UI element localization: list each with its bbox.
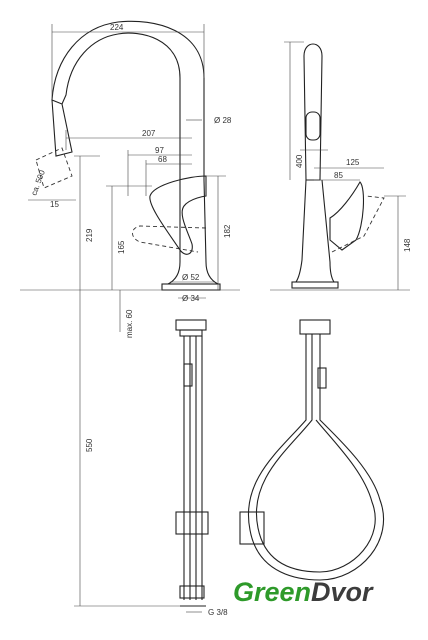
- dim-diameter-34: Ø 34: [182, 294, 200, 303]
- side-body: [294, 179, 336, 283]
- hose-weight: [175, 511, 209, 535]
- dim-219: 219: [85, 228, 94, 242]
- dim-ca-500: ca. 500: [29, 168, 47, 196]
- dim-g-thread: G 3/8: [208, 608, 228, 617]
- dim-97: 97: [155, 146, 164, 155]
- greendvor-logo: GreenDvor: [233, 577, 373, 608]
- dim-125: 125: [346, 158, 360, 167]
- side-hose-loop: [247, 334, 385, 581]
- hose-fittings: [179, 585, 205, 599]
- dim-182: 182: [223, 224, 232, 238]
- side-base: [291, 281, 339, 289]
- spout-outline: [61, 32, 181, 180]
- hose-connector-upper: [183, 363, 193, 387]
- base-plate: [161, 283, 221, 291]
- dim-68: 68: [158, 155, 167, 164]
- mounting-nut: [175, 319, 207, 331]
- side-hose-connector: [317, 367, 327, 389]
- dim-15: 15: [50, 200, 59, 209]
- dim-148: 148: [403, 238, 412, 252]
- lever-handle: [149, 175, 207, 255]
- spray-head: [51, 99, 73, 157]
- logo-text-dvor: Dvor: [311, 577, 373, 607]
- dim-550: 550: [85, 438, 94, 452]
- spray-button: [305, 111, 321, 141]
- lever-handle-dashed: [132, 225, 207, 253]
- dim-diameter-52: Ø 52: [182, 273, 200, 282]
- side-lever: [329, 181, 365, 251]
- pullout-head-dashed: [35, 147, 73, 189]
- side-view: 400 125 85 148: [239, 41, 412, 581]
- front-view: 224 Ø 28 207 97 68 ca. 500 15 219 165 18…: [20, 20, 240, 617]
- side-mounting-nut: [299, 319, 331, 335]
- side-lever-dashed: [331, 195, 385, 253]
- dim-207: 207: [142, 129, 156, 138]
- dim-400: 400: [295, 154, 304, 168]
- dim-max-60: max. 60: [125, 309, 134, 338]
- logo-text-green: Green: [233, 577, 312, 607]
- dim-diameter-28: Ø 28: [214, 116, 232, 125]
- faucet-body: [167, 179, 219, 285]
- dim-224: 224: [110, 23, 124, 32]
- mounting-washer: [179, 329, 203, 337]
- spout-inner-outline: [51, 20, 205, 180]
- spout-column: [303, 43, 323, 181]
- dim-85: 85: [334, 171, 343, 180]
- dim-165: 165: [117, 240, 126, 254]
- side-hose-weight: [239, 511, 265, 545]
